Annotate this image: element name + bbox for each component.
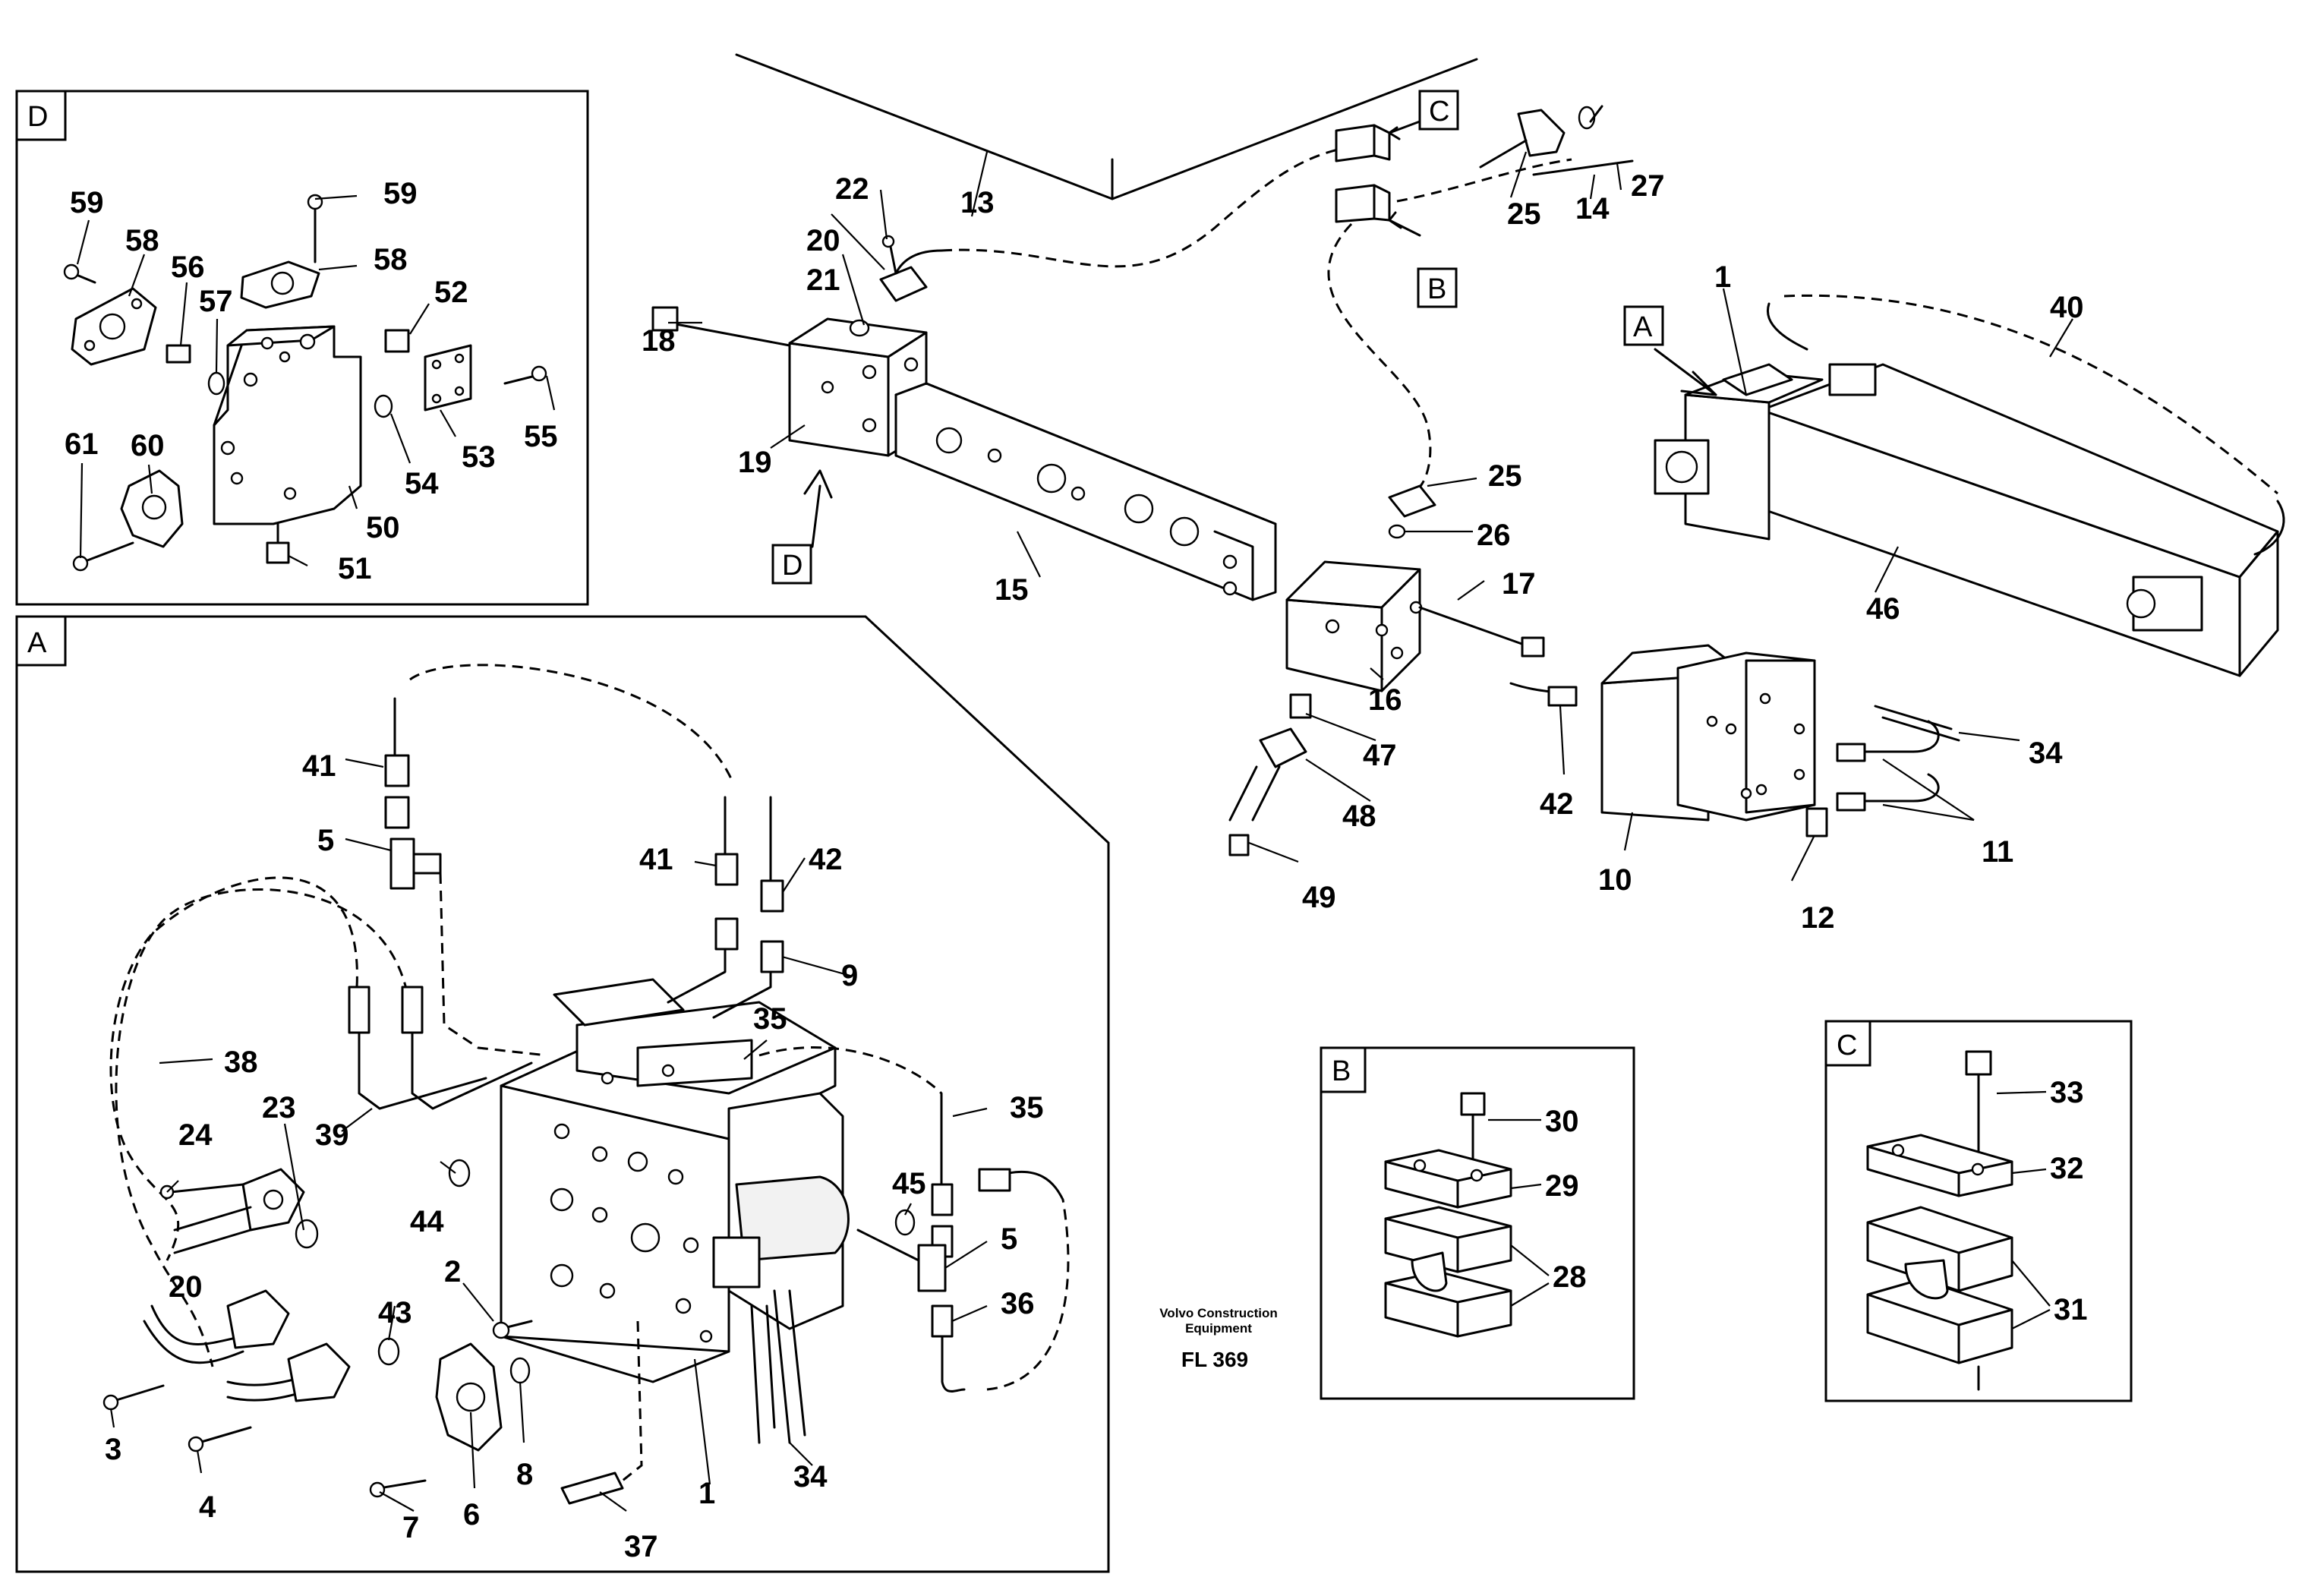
part-50: 50 bbox=[366, 511, 400, 544]
part-5-a-left: 5 bbox=[317, 824, 334, 857]
part-41-a: 41 bbox=[302, 749, 336, 783]
part-32: 32 bbox=[2050, 1152, 2084, 1185]
part-3: 3 bbox=[105, 1433, 121, 1466]
part-52: 52 bbox=[434, 276, 468, 309]
view-a-tag: A bbox=[27, 627, 47, 659]
part-40: 40 bbox=[2050, 291, 2084, 324]
part-17: 17 bbox=[1502, 567, 1536, 601]
part-23: 23 bbox=[262, 1091, 296, 1124]
part-46: 46 bbox=[1866, 592, 1900, 626]
maker-line-2: Equipment bbox=[1185, 1321, 1252, 1336]
part-8: 8 bbox=[516, 1458, 533, 1491]
callout-boxes: D A B C bbox=[771, 90, 1664, 585]
part-14: 14 bbox=[1575, 192, 1610, 226]
detail-view-a: A bbox=[15, 615, 1110, 1573]
part-1-main: 1 bbox=[1714, 260, 1731, 294]
part-56: 56 bbox=[171, 251, 205, 284]
part-58-left: 58 bbox=[125, 224, 159, 257]
part-49: 49 bbox=[1302, 881, 1336, 914]
part-15: 15 bbox=[995, 573, 1029, 607]
part-20-a: 20 bbox=[169, 1270, 203, 1304]
part-numbers: 59 59 58 58 56 57 52 61 60 54 53 55 50 5… bbox=[65, 169, 2088, 1563]
diagram-footer: Volvo Construction Equipment FL 369 bbox=[1159, 1306, 1278, 1371]
part-28: 28 bbox=[1553, 1260, 1587, 1294]
callout-d: D bbox=[782, 550, 802, 582]
detail-view-c: C bbox=[1824, 1020, 2133, 1402]
callout-c: C bbox=[1429, 96, 1449, 128]
part-12: 12 bbox=[1801, 901, 1835, 935]
part-53: 53 bbox=[462, 440, 496, 474]
part-13: 13 bbox=[960, 186, 995, 219]
part-58-right: 58 bbox=[374, 243, 408, 276]
part-9: 9 bbox=[841, 959, 858, 992]
part-42-main: 42 bbox=[1540, 787, 1574, 821]
part-59-left: 59 bbox=[70, 186, 104, 219]
block-holes bbox=[550, 1064, 713, 1343]
part-47: 47 bbox=[1363, 739, 1397, 772]
part-30: 30 bbox=[1545, 1105, 1579, 1138]
detail-view-d: D bbox=[15, 90, 589, 606]
part-59-right: 59 bbox=[383, 177, 418, 210]
part-36: 36 bbox=[1001, 1287, 1035, 1320]
part-33: 33 bbox=[2050, 1076, 2084, 1109]
part-26: 26 bbox=[1477, 519, 1511, 552]
part-41-b: 41 bbox=[639, 843, 673, 876]
part-29: 29 bbox=[1545, 1169, 1579, 1203]
part-61: 61 bbox=[65, 427, 99, 461]
part-11: 11 bbox=[1982, 835, 2013, 869]
part-5-a-right: 5 bbox=[1001, 1222, 1017, 1256]
part-16: 16 bbox=[1368, 683, 1402, 717]
part-1-a: 1 bbox=[698, 1477, 715, 1510]
part-35-b: 35 bbox=[1010, 1091, 1044, 1124]
part-43: 43 bbox=[378, 1296, 412, 1329]
part-20-top: 20 bbox=[806, 224, 840, 257]
view-d-tag: D bbox=[27, 101, 48, 133]
part-42-a: 42 bbox=[809, 843, 843, 876]
drawing-code: FL 369 bbox=[1181, 1348, 1248, 1371]
part-19: 19 bbox=[738, 446, 772, 479]
part-37: 37 bbox=[624, 1530, 658, 1563]
part-6: 6 bbox=[463, 1498, 480, 1531]
part-21: 21 bbox=[806, 263, 840, 297]
part-2: 2 bbox=[444, 1255, 461, 1288]
part-31: 31 bbox=[2054, 1293, 2088, 1326]
part-57: 57 bbox=[199, 285, 233, 318]
part-34-main: 34 bbox=[2029, 736, 2063, 770]
detail-view-b: B bbox=[1320, 1046, 1635, 1400]
part-34-a: 34 bbox=[793, 1460, 828, 1493]
part-25-mid: 25 bbox=[1488, 459, 1522, 493]
part-55: 55 bbox=[524, 420, 558, 453]
part-18: 18 bbox=[642, 324, 676, 358]
part-27: 27 bbox=[1631, 169, 1665, 203]
part-25-top: 25 bbox=[1507, 197, 1541, 231]
part-24: 24 bbox=[178, 1118, 213, 1152]
part-38: 38 bbox=[224, 1046, 258, 1079]
maker-line-1: Volvo Construction bbox=[1159, 1306, 1278, 1320]
callout-b: B bbox=[1427, 273, 1446, 305]
main-assembly bbox=[651, 53, 2285, 882]
part-35-a: 35 bbox=[753, 1002, 787, 1036]
view-c-tag: C bbox=[1837, 1030, 1857, 1061]
part-44: 44 bbox=[410, 1205, 444, 1238]
callout-a: A bbox=[1633, 311, 1653, 343]
part-51: 51 bbox=[338, 552, 372, 585]
view-b-tag: B bbox=[1332, 1055, 1351, 1087]
part-22: 22 bbox=[835, 172, 869, 206]
part-7: 7 bbox=[402, 1511, 419, 1544]
part-54: 54 bbox=[405, 467, 439, 500]
part-4: 4 bbox=[199, 1490, 216, 1524]
part-39: 39 bbox=[315, 1118, 349, 1152]
part-45: 45 bbox=[892, 1167, 926, 1200]
part-10: 10 bbox=[1598, 863, 1632, 897]
part-60: 60 bbox=[131, 429, 165, 462]
part-48: 48 bbox=[1342, 800, 1376, 833]
